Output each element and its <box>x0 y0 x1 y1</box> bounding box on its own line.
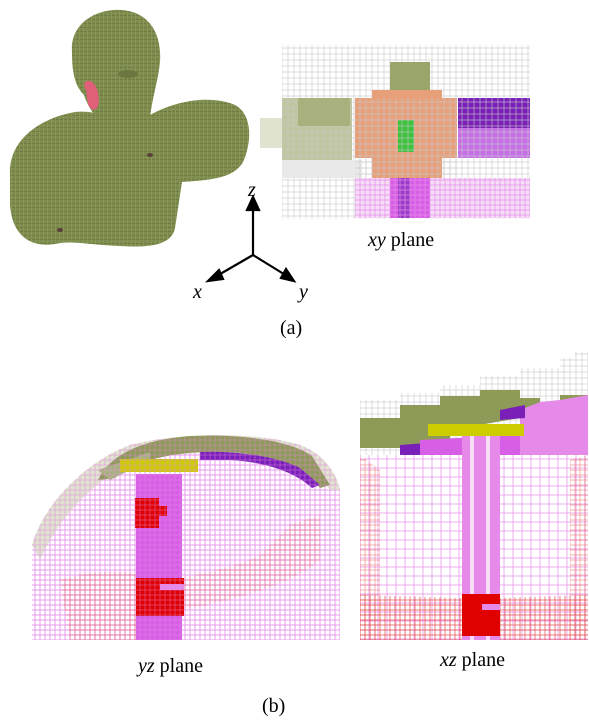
z-axis-label: z <box>248 179 256 201</box>
xz-plane-image <box>360 352 588 640</box>
xz-plane-caption: xz plane <box>440 649 505 671</box>
yz-plane-image <box>32 435 340 640</box>
panel-b-label: (b) <box>262 695 286 717</box>
xy-plane-image <box>260 45 530 219</box>
axis-triad <box>204 194 297 283</box>
y-axis-label: y <box>299 281 308 303</box>
x-axis-label: x <box>193 281 202 303</box>
panel-a-label: (a) <box>280 317 303 339</box>
xy-plane-caption: xy plane <box>368 229 435 251</box>
yz-plane-caption: yz plane <box>138 655 203 677</box>
